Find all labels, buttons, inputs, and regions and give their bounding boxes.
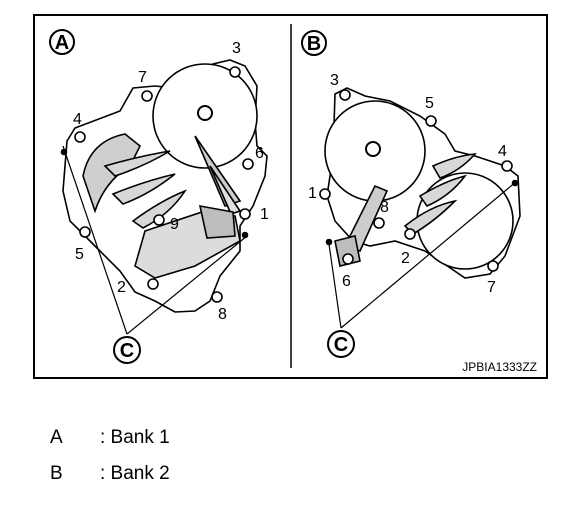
panel-a-vane-1 (103, 150, 171, 177)
panel-a-num-9: 9 (170, 216, 179, 233)
panel-b-badge: B (307, 33, 321, 55)
panel-a-bolt-9 (153, 214, 165, 226)
panel-b-bolt-8 (373, 217, 385, 229)
panel-b (319, 87, 521, 329)
panel-a-callout-line-1 (62, 145, 128, 335)
panel-b-num-8: 8 (380, 199, 389, 216)
panel-a-bolt-1 (239, 208, 251, 220)
legend: A : Bank 1 B : Bank 2 (50, 420, 170, 492)
panel-a-callout-line-2 (126, 235, 248, 335)
panel-a-num-4: 4 (73, 111, 82, 128)
panel-a-num-6: 6 (255, 145, 264, 162)
panel-a-badge: A (55, 32, 69, 54)
panel-b-badge-circle (301, 30, 327, 56)
panel-b-num-7: 7 (487, 279, 496, 296)
panel-a-num-8: 8 (218, 306, 227, 323)
panel-a-bolt-6 (242, 158, 254, 170)
panel-b-callout-line-1 (328, 243, 342, 329)
diagram-figure: A C 1 2 3 4 5 6 7 8 9 B (33, 14, 548, 379)
legend-text-b: : Bank 2 (100, 463, 170, 484)
panel-a-callout-circle (113, 336, 141, 364)
panel-a-num-5: 5 (75, 246, 84, 263)
panel-a-dowel-1 (60, 148, 68, 156)
panel-a-dowel-2 (241, 231, 249, 239)
diagram-svg: A C 1 2 3 4 5 6 7 8 9 B (49, 24, 537, 374)
panel-a-vane-2 (111, 173, 176, 205)
legend-text-a: : Bank 1 (100, 427, 170, 448)
panel-b-num-5: 5 (425, 95, 434, 112)
panel-b-callout-circle (327, 330, 355, 358)
panel-b-dowel-2 (511, 179, 519, 187)
panel-a-lower-box (198, 204, 236, 239)
panel-a-callout: C (120, 340, 134, 362)
panel-b-bolt-7 (487, 260, 499, 272)
figure-code: JPBIA1333ZZ (462, 360, 537, 374)
panel-b-num-6: 6 (342, 273, 351, 290)
panel-b-hub (365, 141, 381, 157)
panel-b-callout: C (334, 334, 348, 356)
panel-a (60, 59, 268, 335)
panel-a-bolt-2 (147, 278, 159, 290)
panel-a-vane-3 (131, 189, 188, 229)
panel-b-bolt-1 (319, 188, 331, 200)
panel-b-dowel-1 (325, 238, 333, 246)
legend-row-a: A : Bank 1 (50, 420, 170, 456)
panel-a-num-2: 2 (117, 279, 126, 296)
panel-a-num-3: 3 (232, 40, 241, 57)
panel-a-bolt-7 (141, 90, 153, 102)
panel-b-callout-line-2 (340, 180, 518, 329)
panel-b-num-1: 1 (308, 185, 317, 202)
panel-a-vane-5 (209, 165, 242, 215)
panel-b-num-4: 4 (498, 143, 507, 160)
panel-a-bolt-5 (79, 226, 91, 238)
panel-b-vane-3 (418, 174, 467, 207)
panel-b-vane-4 (431, 153, 477, 179)
panel-b-bolt-6 (342, 253, 354, 265)
panel-b-bolt-4 (501, 160, 513, 172)
panel-a-bolt-8 (211, 291, 223, 303)
legend-key-b: B (50, 463, 63, 484)
panel-a-bolt-3 (229, 66, 241, 78)
panel-a-num-7: 7 (138, 69, 147, 86)
panel-b-bolt-3 (339, 89, 351, 101)
panel-b-num-3: 3 (330, 72, 339, 89)
panel-a-bolt-4 (74, 131, 86, 143)
panel-a-num-1: 1 (260, 206, 269, 223)
panel-a-hub (197, 105, 213, 121)
panel-a-badge-circle (49, 29, 75, 55)
legend-row-b: B : Bank 2 (50, 456, 170, 492)
panel-b-vane-2 (403, 199, 458, 236)
panel-b-bolt-2 (404, 228, 416, 240)
legend-key-a: A (50, 427, 63, 448)
panel-b-num-2: 2 (401, 250, 410, 267)
panel-b-bolt-5 (425, 115, 437, 127)
